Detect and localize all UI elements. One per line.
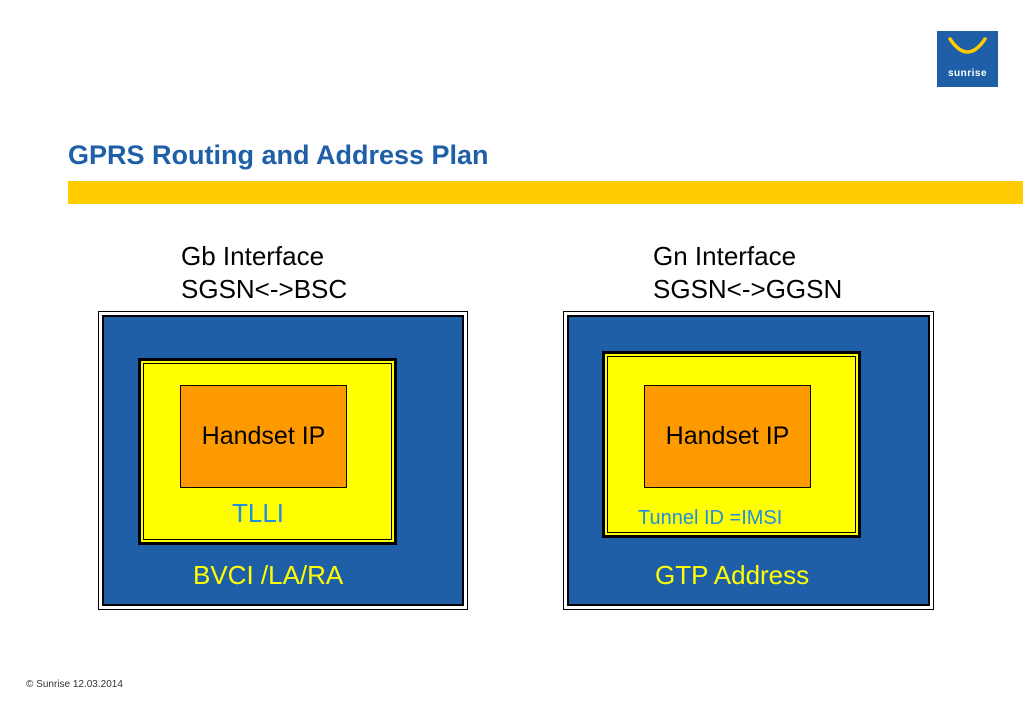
gb-heading-line1: Gb Interface <box>181 241 325 271</box>
gn-tunnel-id-label: Tunnel ID =IMSI <box>638 507 783 529</box>
gb-tlli-label: TLLI <box>232 498 285 528</box>
gn-heading-line1: Gn Interface <box>653 241 797 271</box>
gb-middle-box-border <box>143 363 392 540</box>
gn-heading-line2: SGSN<->GGSN <box>653 274 843 304</box>
gn-gtp-address-label: GTP Address <box>655 560 810 590</box>
gn-handset-ip-label: Handset IP <box>665 422 790 450</box>
sun-arc-icon <box>948 37 987 54</box>
gb-heading-line2: SGSN<->BSC <box>181 274 348 304</box>
gn-handset-ip-box: Handset IP <box>644 385 811 488</box>
gn-middle-box-border <box>607 356 856 533</box>
gb-interface-heading: Gb Interface SGSN<->BSC <box>181 240 347 306</box>
footer-copyright: © Sunrise 12.03.2014 <box>26 679 123 690</box>
logo-text: sunrise <box>947 68 988 79</box>
page-title: GPRS Routing and Address Plan <box>68 140 489 170</box>
sunrise-logo: sunrise <box>937 31 998 87</box>
gn-interface-heading: Gn Interface SGSN<->GGSN <box>653 240 842 306</box>
gb-handset-ip-box: Handset IP <box>180 385 347 488</box>
title-accent-bar <box>68 181 1023 204</box>
gb-bvci-label: BVCI /LA/RA <box>193 560 344 590</box>
gb-handset-ip-label: Handset IP <box>201 422 326 450</box>
